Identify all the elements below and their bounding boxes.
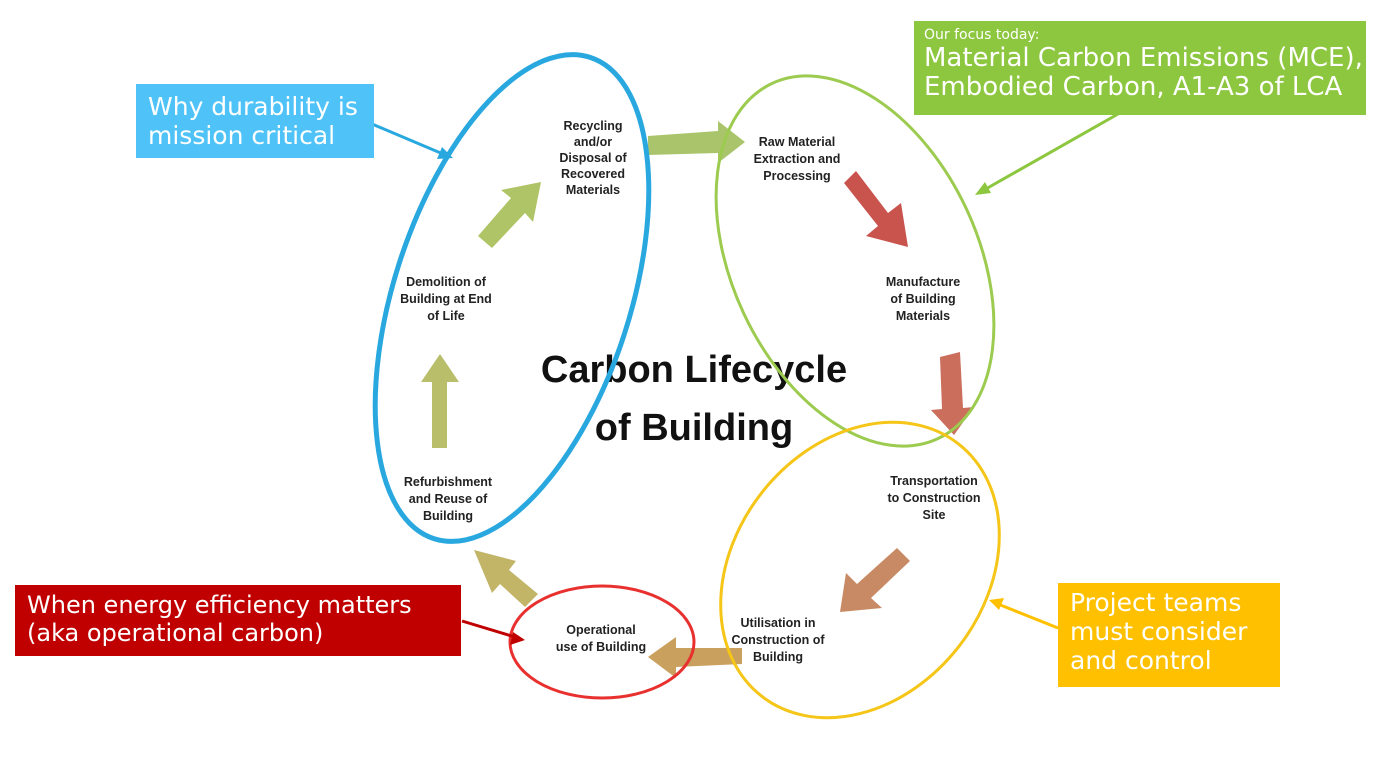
node-label-line: Transportation xyxy=(890,474,978,488)
node-label-line: Extraction and xyxy=(754,152,841,166)
node-label-line: Building xyxy=(753,650,803,664)
node-label-line: Site xyxy=(923,508,946,522)
arrow-transport-to-utilisation xyxy=(840,548,910,612)
arrow-raw-to-manufacture xyxy=(844,171,908,247)
node-label-line: Processing xyxy=(763,169,830,183)
node-transportation: Transportation to Construction Site xyxy=(887,474,980,522)
blue-ellipse xyxy=(372,52,652,544)
node-label-line: Materials xyxy=(896,309,950,323)
callout-text: must consider xyxy=(1070,617,1248,646)
node-label-line: Disposal of xyxy=(559,151,627,165)
node-label-line: to Construction xyxy=(887,491,980,505)
node-label-line: Operational xyxy=(566,623,635,637)
blue-pointer-head xyxy=(437,147,453,159)
arrow-manufacture-to-transport xyxy=(931,352,974,435)
green-pointer-head xyxy=(975,182,991,195)
node-manufacture: Manufacture of Building Materials xyxy=(886,275,960,323)
callout-text: Material Carbon Emissions (MCE), xyxy=(924,43,1363,73)
callout-text: Why durability is xyxy=(148,92,358,121)
yellow-pointer-line xyxy=(997,602,1059,630)
node-utilisation: Utilisation in Construction of Building xyxy=(731,616,825,664)
pointer-arrows xyxy=(371,112,1119,645)
node-label-line: and/or xyxy=(574,135,612,149)
node-raw-material: Raw Material Extraction and Processing xyxy=(754,135,841,183)
green-pointer-line xyxy=(983,112,1119,192)
highlight-ellipses xyxy=(372,52,1001,720)
node-label-line: of Building xyxy=(890,292,955,306)
red-pointer-head xyxy=(510,632,525,645)
callout-text: Project teams xyxy=(1070,588,1242,617)
arrow-refurbishment-to-demolition xyxy=(421,354,459,448)
node-label-line: Manufacture xyxy=(886,275,960,289)
callout-energy-efficiency: When energy efficiency matters (aka oper… xyxy=(15,585,461,656)
node-label-line: Materials xyxy=(566,183,620,197)
node-label-line: Building xyxy=(423,509,473,523)
red-pointer-line xyxy=(461,619,516,639)
yellow-ellipse xyxy=(719,420,1001,720)
node-label-line: and Reuse of xyxy=(409,492,488,506)
node-demolition: Demolition of Building at End of Life xyxy=(400,275,492,323)
node-operational: Operational use of Building xyxy=(556,623,646,654)
blue-pointer-line xyxy=(371,122,444,156)
arrow-operational-to-refurbishment xyxy=(474,550,538,607)
callout-text: (aka operational carbon) xyxy=(27,619,324,647)
node-label-line: use of Building xyxy=(556,640,646,654)
cycle-arrows xyxy=(421,121,974,678)
node-label-line: Utilisation in xyxy=(741,616,816,630)
arrow-demolition-to-recycling xyxy=(478,182,541,248)
center-title-line: Carbon Lifecycle xyxy=(541,349,847,391)
node-refurbishment: Refurbishment and Reuse of Building xyxy=(404,475,493,523)
node-recycling: Recycling and/or Disposal of Recovered M… xyxy=(559,119,627,197)
node-label-line: Recycling xyxy=(563,119,622,133)
node-label-line: Raw Material xyxy=(759,135,835,149)
node-label-line: Refurbishment xyxy=(404,475,493,489)
callout-focus-today: Our focus today: Material Carbon Emissio… xyxy=(914,21,1366,115)
node-label-line: Recovered xyxy=(561,167,625,181)
callout-text: When energy efficiency matters xyxy=(27,591,412,619)
yellow-pointer-head xyxy=(989,598,1004,610)
callout-project-teams: Project teams must consider and control xyxy=(1058,583,1280,687)
node-label-line: Demolition of xyxy=(406,275,487,289)
center-title: Carbon Lifecycle of Building xyxy=(541,349,847,449)
center-title-line: of Building xyxy=(595,407,793,449)
red-ellipse xyxy=(508,584,696,700)
callout-text: and control xyxy=(1070,646,1212,675)
callout-text: Embodied Carbon, A1-A3 of LCA xyxy=(924,72,1343,102)
node-label-line: Construction of xyxy=(731,633,825,647)
callout-durability: Why durability is mission critical xyxy=(136,84,374,158)
node-label-line: of Life xyxy=(427,309,465,323)
green-ellipse xyxy=(714,74,996,448)
callout-text: mission critical xyxy=(148,121,336,150)
arrow-utilisation-to-operational xyxy=(648,637,742,678)
callout-subtitle: Our focus today: xyxy=(924,27,1040,43)
node-label-line: Building at End xyxy=(400,292,492,306)
